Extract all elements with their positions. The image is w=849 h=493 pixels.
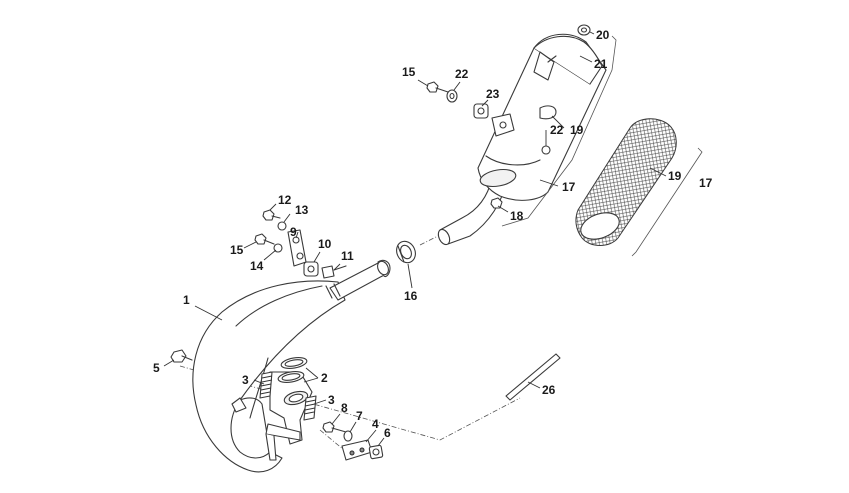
callout-21: 21	[594, 57, 608, 71]
callout-20: 20	[596, 28, 610, 42]
callout-3-left: 3	[242, 373, 249, 387]
callout-15-left: 15	[230, 243, 244, 257]
callout-11: 11	[341, 249, 354, 263]
upper-bracket-hardware	[254, 209, 347, 279]
callout-19-silencer: 19	[570, 123, 584, 137]
callout-12: 12	[278, 193, 292, 207]
exhaust-spring-right	[303, 395, 317, 421]
callout-labels: 1 2 3 3 4 5 6 7 8 9 10 11 12 13 14 15 15…	[153, 28, 713, 440]
leader-lines	[163, 31, 667, 447]
exhaust-gaskets	[277, 357, 308, 383]
callout-3-right: 3	[328, 393, 335, 407]
silencer-packing-mesh	[575, 118, 677, 246]
callout-7: 7	[356, 409, 363, 423]
silencer-body	[477, 33, 607, 209]
callout-23: 23	[486, 87, 500, 101]
callout-26: 26	[542, 383, 556, 397]
callout-1: 1	[183, 293, 190, 307]
callout-22-lower: 22	[550, 123, 564, 137]
callout-17-mesh: 17	[699, 176, 713, 190]
callout-22-upper: 22	[455, 67, 469, 81]
callout-10: 10	[318, 237, 332, 251]
callout-16: 16	[404, 289, 418, 303]
callout-18: 18	[510, 209, 524, 223]
group-bracket-mesh	[631, 147, 703, 257]
callout-4: 4	[372, 417, 379, 431]
mounting-rod	[505, 353, 561, 401]
callout-17-silencer: 17	[562, 180, 576, 194]
callout-9: 9	[290, 225, 297, 239]
exhaust-spring-left	[259, 371, 273, 399]
group-bracket-silencer	[501, 35, 617, 227]
callout-14: 14	[250, 259, 264, 273]
pipe-coupling	[396, 240, 416, 264]
callout-19-mesh: 19	[668, 169, 682, 183]
callout-13: 13	[295, 203, 309, 217]
silencer-hardware	[426, 24, 591, 119]
callout-15-upper: 15	[402, 65, 416, 79]
callout-8: 8	[341, 401, 348, 415]
header-flange	[265, 371, 313, 461]
lower-bracket-hardware	[322, 421, 384, 461]
callout-5: 5	[153, 361, 160, 375]
header-pipe	[192, 259, 391, 473]
callout-2: 2	[321, 371, 328, 385]
callout-6: 6	[384, 426, 391, 440]
mounting-bolt-left	[170, 349, 193, 363]
